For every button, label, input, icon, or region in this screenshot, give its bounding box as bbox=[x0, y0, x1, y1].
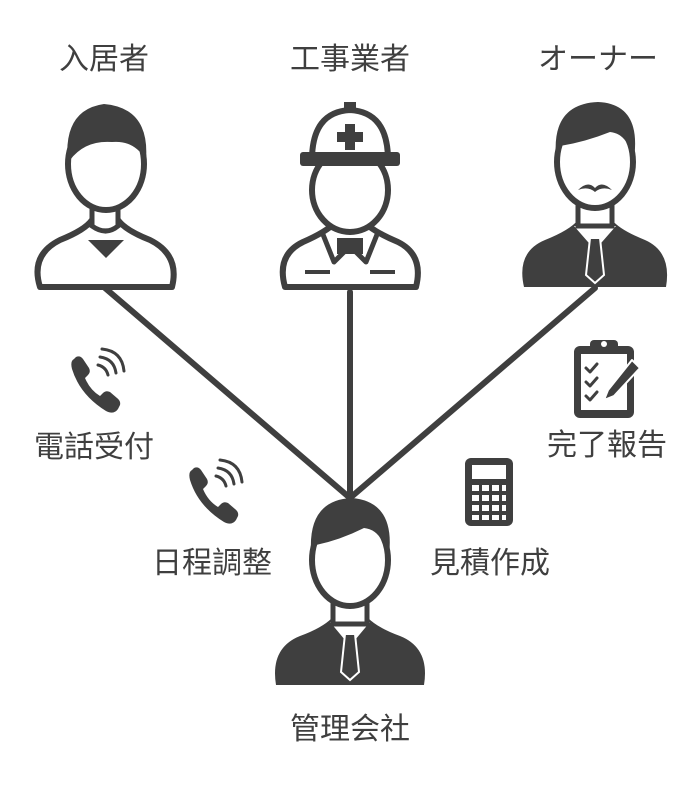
actor-label-contractor: 工事業者 bbox=[290, 42, 410, 77]
task-label-scheduling: 日程調整 bbox=[152, 546, 272, 581]
line-owner-management bbox=[347, 285, 598, 501]
phone-icon bbox=[189, 458, 244, 524]
clipboard-checklist-icon bbox=[574, 340, 641, 418]
calculator-icon bbox=[465, 458, 513, 526]
line-tenant-management bbox=[102, 285, 353, 501]
actor-label-owner: オーナー bbox=[538, 42, 658, 77]
task-label-estimate: 見積作成 bbox=[430, 546, 550, 581]
businessman-icon bbox=[275, 498, 425, 685]
task-label-phone-reception: 電話受付 bbox=[34, 430, 154, 465]
actor-label-tenant: 入居者 bbox=[59, 42, 149, 77]
businessman-mustache-icon bbox=[522, 102, 668, 287]
connector-lines bbox=[102, 285, 598, 501]
construction-worker-icon bbox=[279, 102, 421, 290]
person-female-icon bbox=[34, 104, 177, 290]
actor-label-management: 管理会社 bbox=[290, 712, 410, 747]
task-label-completion-report: 完了報告 bbox=[547, 428, 667, 463]
phone-icon bbox=[71, 347, 126, 413]
